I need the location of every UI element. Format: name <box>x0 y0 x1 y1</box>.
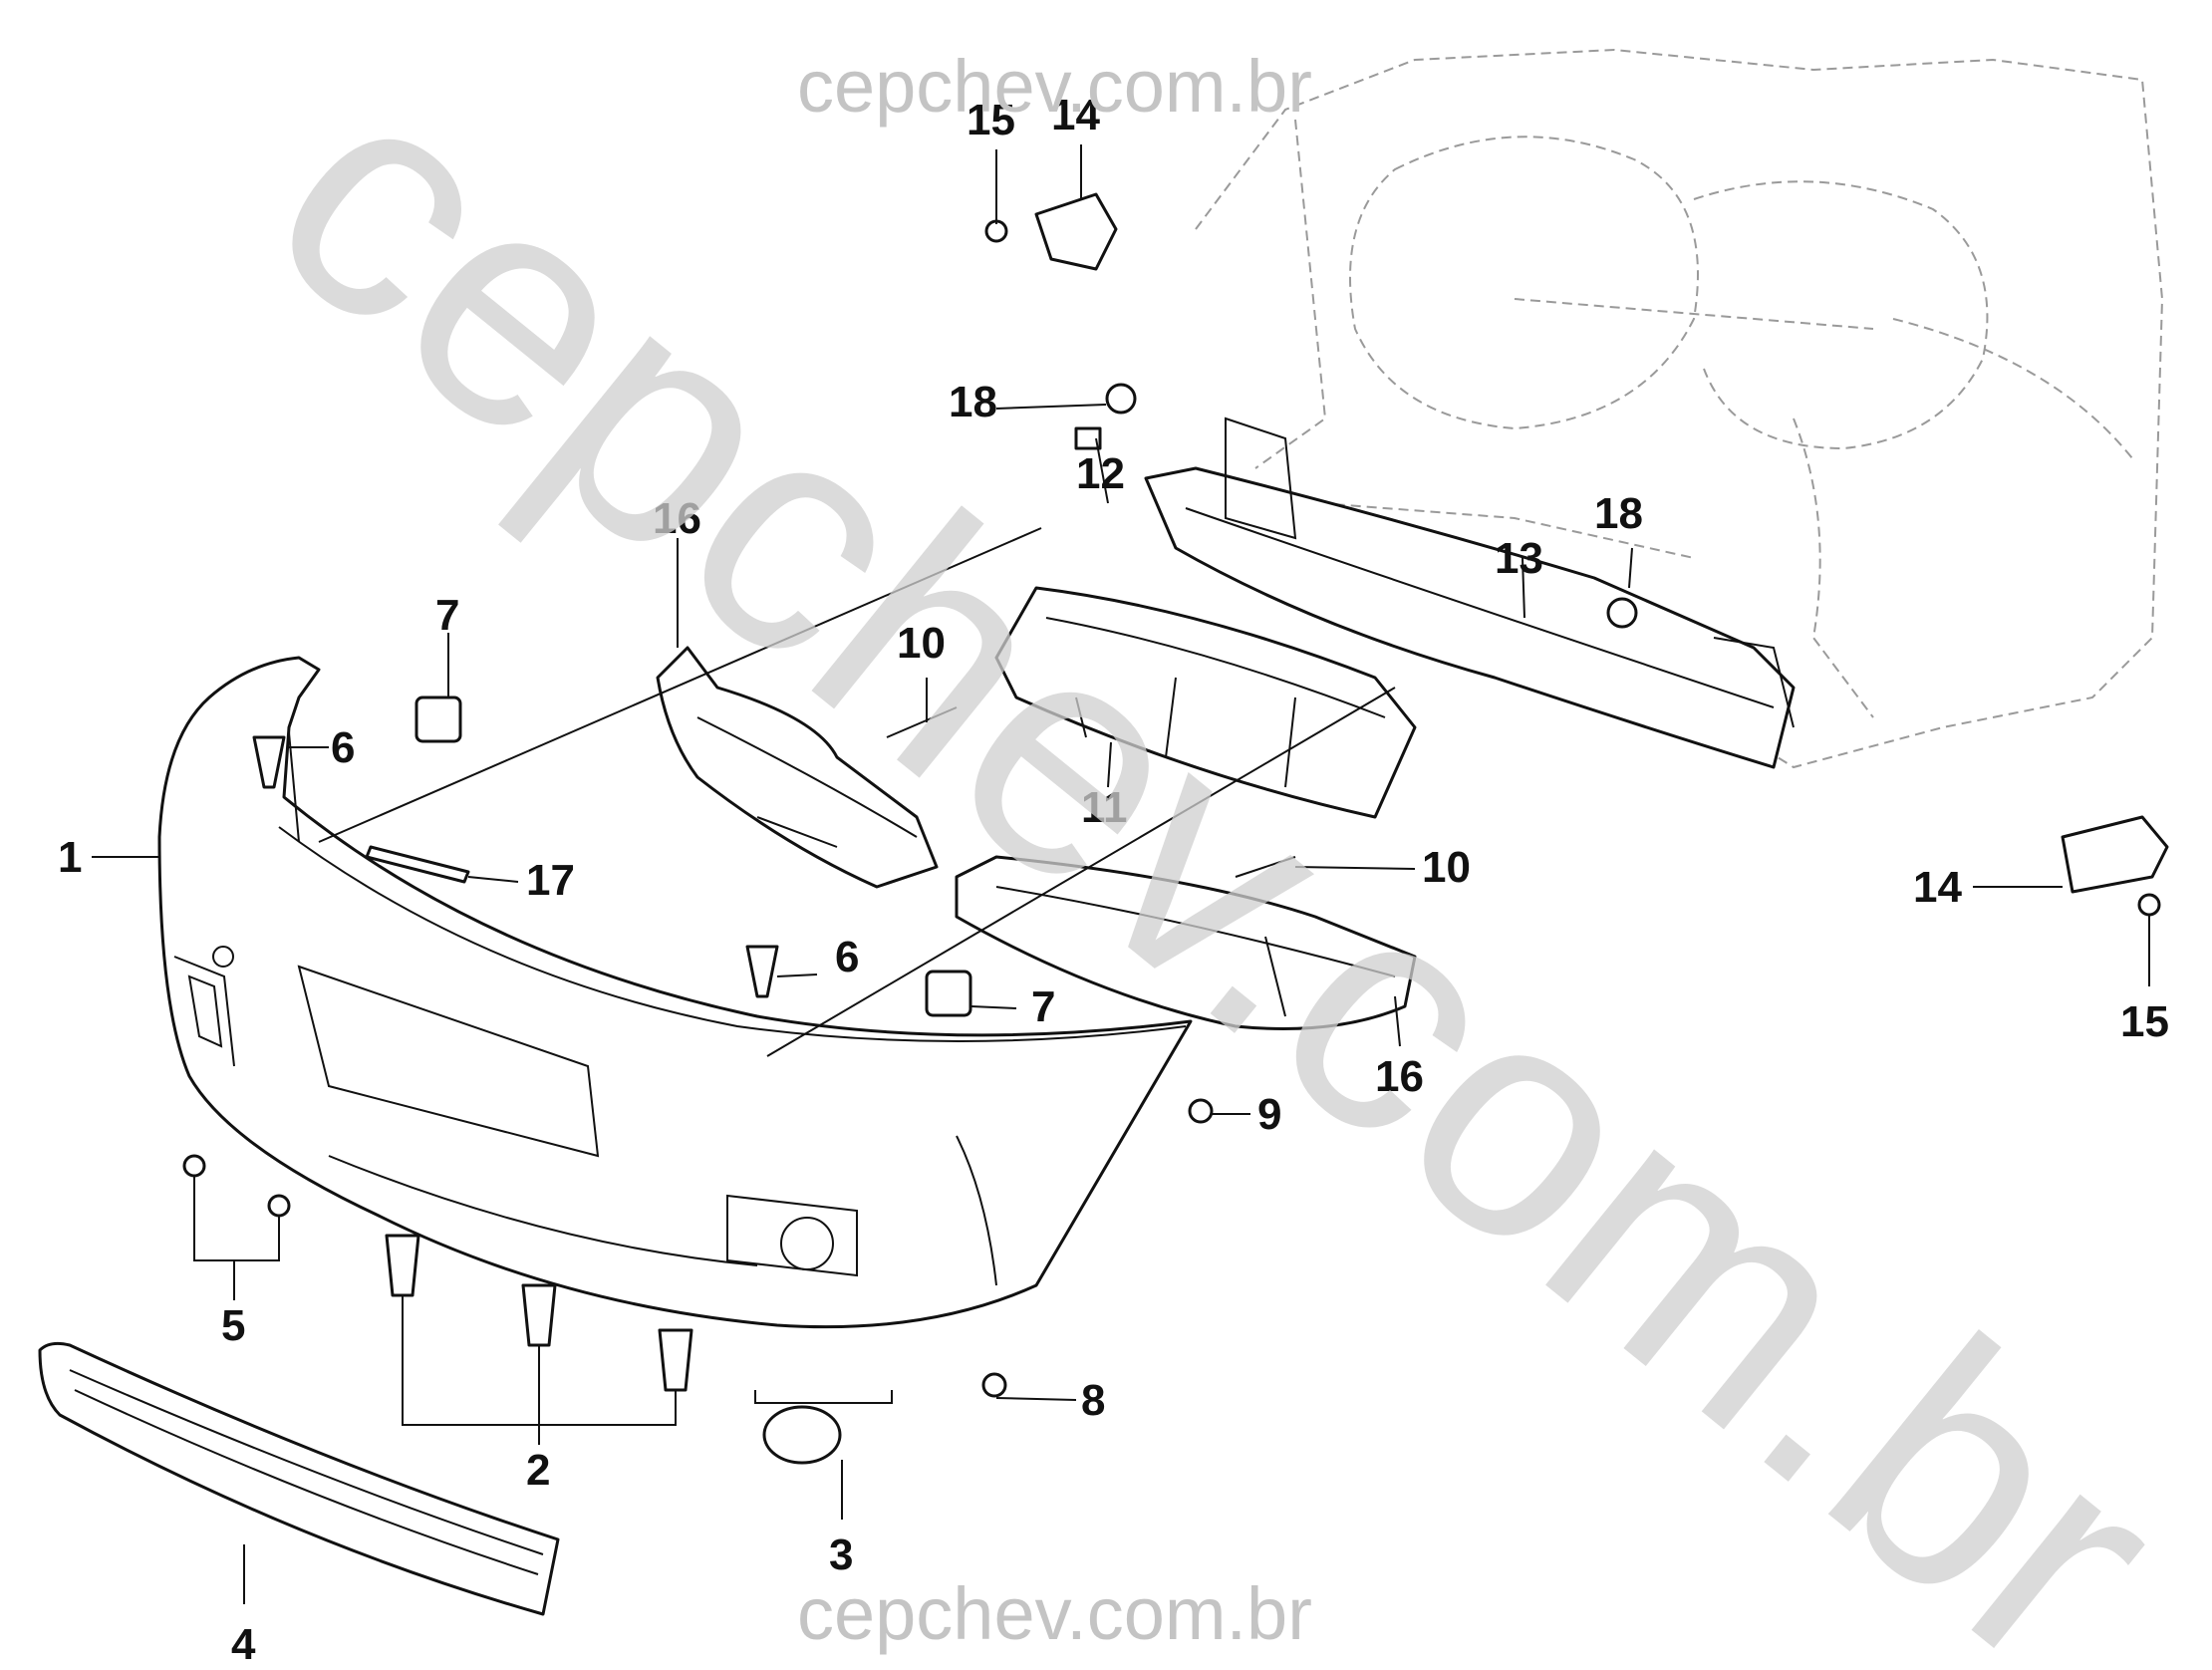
impact-bar <box>1144 417 1796 769</box>
callout-1: 1 <box>58 833 82 882</box>
callout-8: 8 <box>1081 1376 1105 1425</box>
screw-9 <box>1188 1098 1214 1124</box>
watermark-top: cepchev.com.br <box>797 45 1312 128</box>
callouts: 1 2 3 4 5 6 6 7 7 8 9 10 10 11 12 13 14 … <box>58 91 2169 1669</box>
clip-12 <box>1074 426 1102 450</box>
watermark-bottom: cepchev.com.br <box>797 1572 1312 1655</box>
screw-5-b <box>267 1194 291 1218</box>
callout-16-left: 16 <box>653 494 701 543</box>
leader-lines <box>92 144 2150 1604</box>
callout-10-upper: 10 <box>897 619 946 668</box>
grommet-7-upper <box>415 696 462 743</box>
watermark-diagonal: cepchev.com.br <box>209 8 2212 1670</box>
callout-10-lower: 10 <box>1422 843 1471 892</box>
pin-6-lower <box>745 945 779 998</box>
callout-4: 4 <box>231 1620 256 1669</box>
callout-7-upper: 7 <box>435 591 459 640</box>
trim-strip-17 <box>365 845 470 884</box>
screw-5-a <box>182 1154 206 1178</box>
callout-13: 13 <box>1495 534 1543 583</box>
screw-8 <box>981 1372 1007 1398</box>
clip-2-a <box>385 1234 420 1297</box>
callout-18-right: 18 <box>1594 489 1643 538</box>
grommet-7-lower <box>925 970 972 1017</box>
screw-15-right <box>2137 893 2161 917</box>
bracket-top <box>1034 192 1118 271</box>
rivet-10-upper <box>886 706 958 738</box>
bracket-right <box>2061 815 2169 894</box>
callout-9: 9 <box>1257 1090 1281 1139</box>
bolt-18-left <box>1105 383 1137 415</box>
callout-2: 2 <box>526 1446 550 1495</box>
callout-7-lower: 7 <box>1031 982 1055 1031</box>
bolt-18-right <box>1606 597 1638 629</box>
center-absorber-bracket <box>994 586 1417 819</box>
rivet-10-lower <box>1235 856 1296 878</box>
vehicle-body-outline <box>1195 48 2164 769</box>
callout-11: 11 <box>1081 783 1128 832</box>
watermarks: cepchev.com.br cepchev.com.br cepchev.co… <box>209 8 2212 1670</box>
callout-5: 5 <box>221 1301 245 1350</box>
clip-2-c <box>658 1328 693 1392</box>
callout-16-right: 16 <box>1375 1052 1424 1101</box>
callout-3: 3 <box>829 1531 853 1579</box>
callout-15-top: 15 <box>967 96 1015 144</box>
front-bumper-cover <box>157 656 1193 1329</box>
callout-18-left: 18 <box>949 378 997 426</box>
right-energy-absorber <box>955 855 1417 1030</box>
left-energy-absorber <box>656 646 939 889</box>
callout-15-right: 15 <box>2120 997 2169 1046</box>
callout-17: 17 <box>526 856 575 905</box>
pin-6-upper <box>252 735 286 789</box>
clip-2-b <box>521 1283 557 1347</box>
callout-14-right: 14 <box>1913 863 1962 912</box>
fasteners <box>182 192 2169 1465</box>
lower-grille-strip <box>38 1341 560 1616</box>
callout-14-top: 14 <box>1051 91 1100 139</box>
callout-6-upper: 6 <box>331 723 355 772</box>
fog-lamp-cover-3 <box>762 1405 842 1465</box>
callout-12: 12 <box>1076 449 1125 498</box>
callout-6-lower: 6 <box>835 933 859 981</box>
